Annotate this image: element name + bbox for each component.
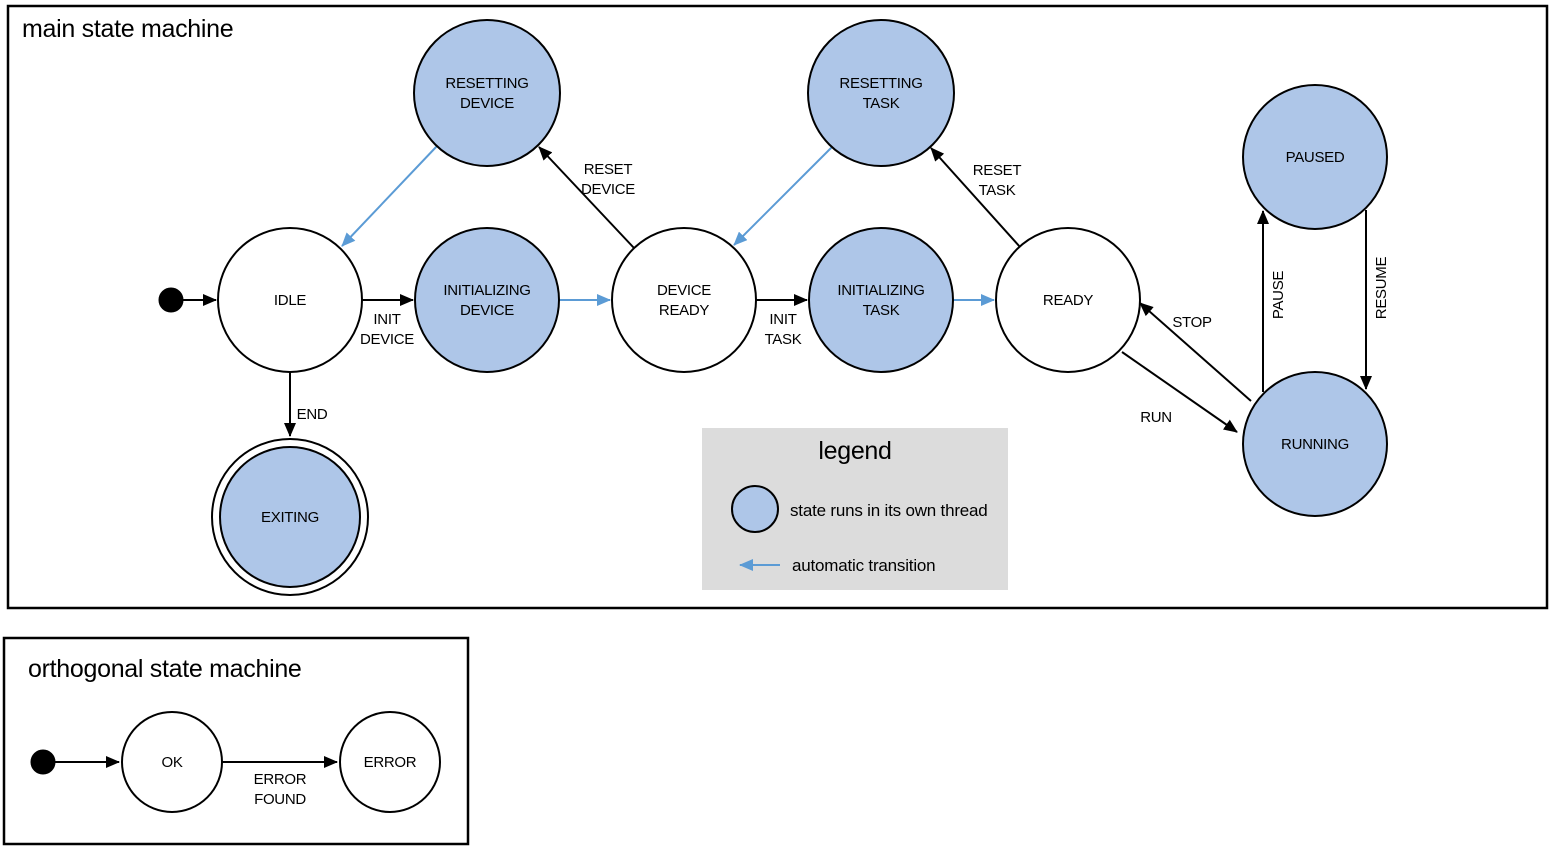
legend-thread-item-label: state runs in its own thread [790, 501, 988, 520]
edge-reset-task [930, 147, 1021, 248]
svg-text:TASK: TASK [979, 182, 1016, 199]
state-label: TASK [863, 302, 900, 319]
legend-auto-item-label: automatic transition [792, 556, 935, 575]
edge-label-reset-task: RESET TASK [973, 162, 1022, 199]
svg-text:INIT: INIT [373, 311, 400, 328]
svg-text:DEVICE: DEVICE [360, 331, 414, 348]
state-resetting-task: RESETTING TASK [807, 19, 955, 167]
state-idle: IDLE [217, 227, 363, 373]
state-label: DEVICE [657, 282, 711, 299]
legend: legend state runs in its own thread auto… [702, 428, 1008, 590]
main-machine-border [6, 4, 1549, 610]
edge-label-pause: PAUSE [1270, 271, 1287, 320]
state-ok: OK [121, 711, 223, 813]
state-label: RUNNING [1281, 436, 1349, 453]
orthogonal-state-machine-panel: orthogonal state machine ERROR FOUND OK … [2, 636, 470, 846]
svg-text:RESET: RESET [584, 161, 633, 178]
state-error: ERROR [339, 711, 441, 813]
edge-reset-device [538, 146, 635, 249]
svg-text:DEVICE: DEVICE [581, 181, 635, 198]
state-initializing-task: INITIALIZING TASK [808, 227, 954, 373]
svg-text:ERROR: ERROR [254, 771, 307, 788]
edge-label-end: END [297, 406, 328, 423]
main-machine-title: main state machine [22, 15, 233, 43]
state-label: IDLE [274, 292, 306, 309]
main-state-machine-panel: main state machine INIT DEVICE INIT TASK… [6, 4, 1549, 610]
threaded-state-icon [731, 485, 779, 533]
state-initializing-device: INITIALIZING DEVICE [414, 227, 560, 373]
edge-auto-resettask-to-deviceready [733, 145, 834, 246]
state-label: PAUSED [1286, 149, 1345, 166]
edge-run [1121, 351, 1238, 433]
state-device-ready: DEVICE READY [611, 227, 757, 373]
edge-stop [1139, 302, 1252, 402]
orthogonal-machine-title: orthogonal state machine [28, 655, 302, 683]
state-label: TASK [863, 95, 900, 112]
state-label: DEVICE [460, 302, 514, 319]
state-label: EXITING [261, 509, 319, 526]
state-label: INITIALIZING [837, 282, 924, 299]
edge-label-run: RUN [1140, 409, 1172, 426]
edge-label-stop: STOP [1172, 314, 1212, 331]
edge-label-init-device: INIT DEVICE [360, 311, 415, 348]
svg-text:RESET: RESET [973, 162, 1022, 179]
state-ready: READY [995, 227, 1141, 373]
state-label: READY [1043, 292, 1093, 309]
initial-state-dot [30, 749, 56, 775]
edge-label-error-found: ERROR FOUND [254, 771, 307, 808]
state-label: OK [161, 754, 182, 771]
state-label: ERROR [364, 754, 417, 771]
state-label: INITIALIZING [443, 282, 530, 299]
legend-title: legend [818, 437, 891, 465]
state-paused: PAUSED [1242, 84, 1388, 230]
svg-text:FOUND: FOUND [254, 791, 306, 808]
state-running: RUNNING [1242, 371, 1388, 517]
state-label: DEVICE [460, 95, 514, 112]
edge-label-resume: RESUME [1373, 257, 1390, 320]
state-label: RESETTING [839, 75, 922, 92]
state-label: READY [659, 302, 709, 319]
svg-text:INIT: INIT [769, 311, 796, 328]
edge-auto-resetdevice-to-idle [341, 145, 438, 247]
edge-label-reset-device: RESET DEVICE [581, 161, 636, 198]
edge-label-init-task: INIT TASK [765, 311, 802, 348]
state-label: RESETTING [445, 75, 528, 92]
state-resetting-device: RESETTING DEVICE [413, 19, 561, 167]
state-exiting-final: EXITING [211, 438, 369, 596]
orthogonal-machine-border [2, 636, 470, 846]
initial-state-dot [158, 287, 184, 313]
svg-text:TASK: TASK [765, 331, 802, 348]
